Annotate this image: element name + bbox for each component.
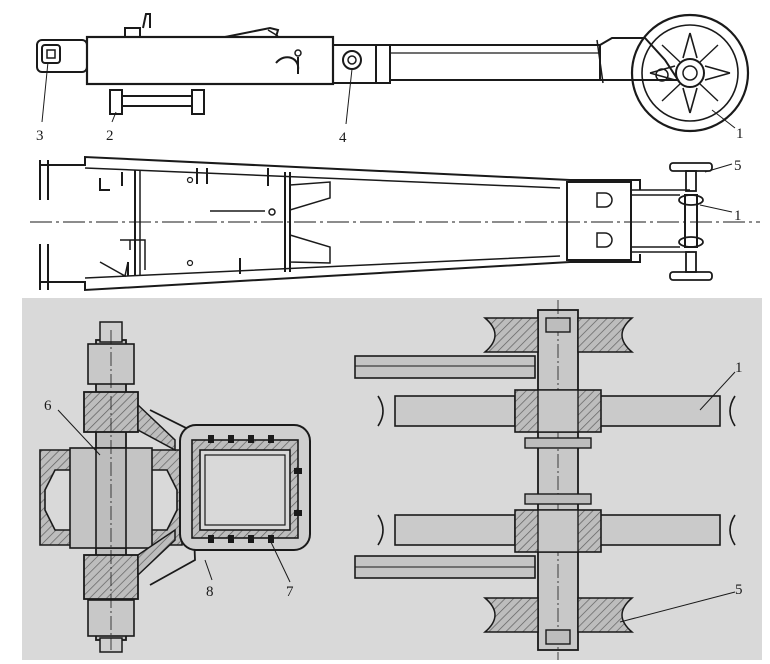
label-5-plan: 5 [734,158,742,174]
label-2: 2 [106,128,114,144]
plan-view: 5 1 [30,155,760,292]
label-3: 3 [36,128,44,144]
towing-eye [36,39,88,73]
side-beam [85,13,680,86]
rail-channels [354,355,736,579]
frame-bolts [208,435,302,543]
label-6: 6 [44,398,52,414]
label-1-plan: 1 [734,208,742,224]
plan-wheel-axle [669,162,713,281]
label-5-section: 5 [735,582,743,598]
label-4: 4 [339,130,347,146]
left-section: 6 8 7 [39,321,311,653]
label-8: 8 [206,584,214,600]
label-7: 7 [286,584,294,600]
right-section: 1 5 [354,300,743,660]
label-1-section: 1 [735,360,743,376]
large-wheel [630,13,750,133]
pivot-pin [342,50,362,70]
label-1-side: 1 [736,126,744,142]
side-view: 3 2 4 1 [36,13,750,146]
axle-support [109,89,205,115]
